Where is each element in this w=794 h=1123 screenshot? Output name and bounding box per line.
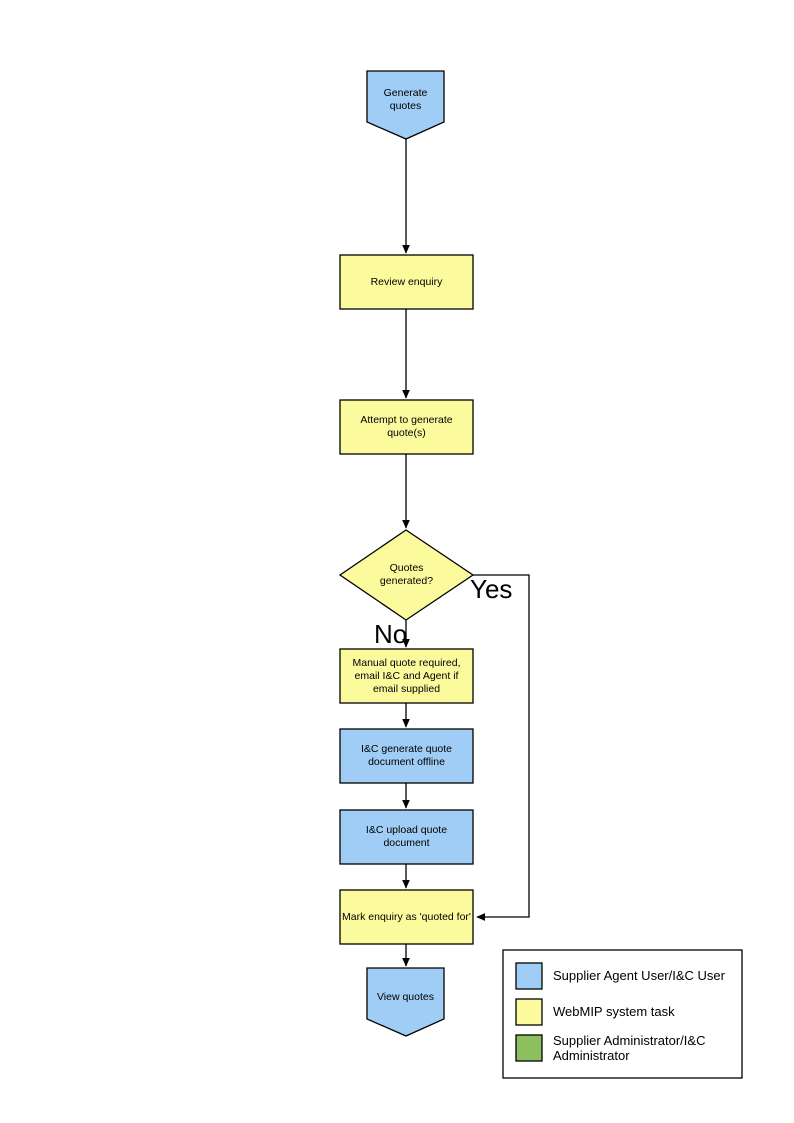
node-review-enquiry[interactable]: [339, 254, 474, 310]
edge-label-no: No: [374, 619, 408, 649]
node-ic-generate-quote-offline[interactable]: [339, 728, 474, 784]
edges-layer: [402, 139, 530, 967]
legend-label-supplier-administrator: Supplier Administrator/I&C Administrator: [553, 1033, 706, 1063]
legend-label-webmip-system-task: WebMIP system task: [553, 1004, 675, 1019]
node-view-quotes[interactable]: [366, 967, 445, 1037]
node-mark-enquiry-quoted-for[interactable]: [339, 889, 474, 945]
legend-label-supplier-agent-user: Supplier Agent User/I&C User: [553, 968, 725, 983]
legend-box: [502, 949, 743, 1079]
node-ic-upload-quote-document[interactable]: [339, 809, 474, 865]
node-generate-quotes[interactable]: [366, 70, 445, 140]
node-attempt-generate-quotes[interactable]: [339, 399, 474, 455]
legend-swatch-supplier-administrator: [515, 1034, 543, 1062]
nodes-layer: [338, 70, 475, 1037]
edge-label-yes: Yes: [470, 574, 513, 604]
legend-graphics: [502, 949, 743, 1079]
node-quotes-generated-decision[interactable]: [338, 529, 475, 621]
edge-decision-yes-to-mark-enquiry: [473, 574, 530, 921]
legend-swatch-webmip-system-task: [515, 998, 543, 1026]
node-manual-quote-required[interactable]: [339, 648, 474, 704]
legend-swatch-supplier-agent-user: [515, 962, 543, 990]
